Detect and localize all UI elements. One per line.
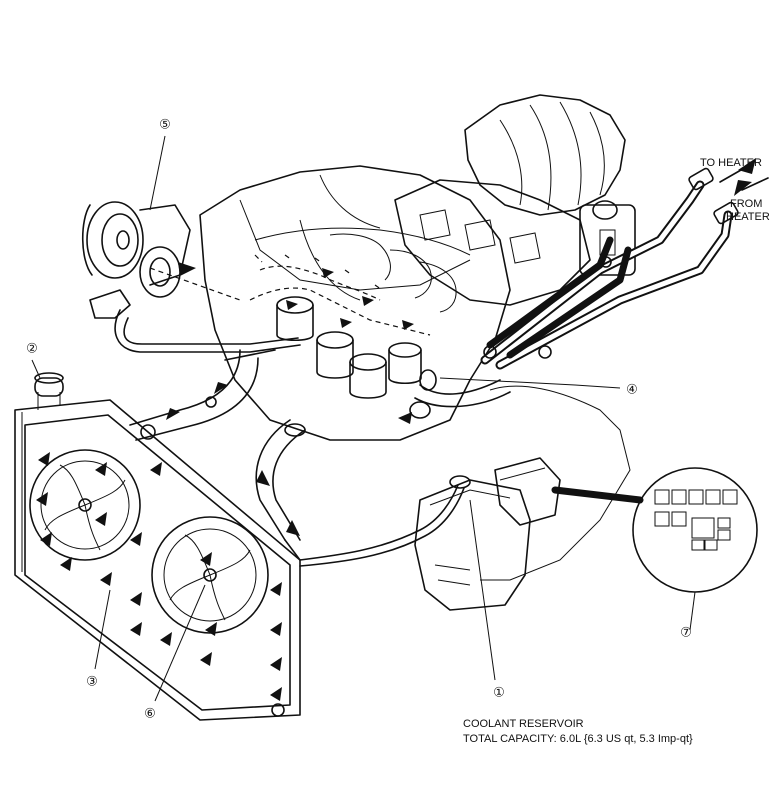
callout-3: ③: [86, 674, 98, 689]
detail-magnifier: [632, 467, 758, 593]
callout-1-leader: [469, 499, 496, 681]
callout-2: ②: [26, 341, 38, 356]
water-pump: [81, 201, 241, 319]
upper-radiator-hose: [129, 349, 276, 441]
coolant-reservoir: [414, 457, 644, 611]
lower-radiator-hose: [255, 419, 306, 561]
engine-block: [199, 165, 511, 441]
from-heater-label-line1: FROM: [730, 198, 762, 210]
radiator: [14, 372, 301, 721]
heater-hoses: [480, 167, 739, 370]
reservoir-title: COOLANT RESERVOIR: [463, 718, 584, 730]
to-heater-label: TO HEATER: [700, 157, 762, 169]
callout-1: ①: [493, 685, 505, 700]
reservoir-capacity: TOTAL CAPACITY: 6.0L {6.3 US qt, 5.3 Imp…: [463, 733, 693, 745]
callout-7: ⑦: [680, 625, 692, 640]
pistons: [276, 296, 422, 399]
callout-6: ⑥: [144, 706, 156, 721]
from-heater-arrow: [734, 180, 752, 196]
callout-5: ⑤: [159, 117, 171, 132]
fuse-box: [494, 457, 561, 526]
radiator-cap: [34, 377, 64, 397]
radiator-flow-arrows: [36, 452, 282, 701]
intake-manifold: [394, 94, 636, 306]
callout-4: ④: [626, 382, 638, 397]
callout-4-leader: [439, 377, 621, 389]
from-heater-label-line2: HEATER: [726, 211, 770, 223]
fan-left: [29, 449, 141, 561]
